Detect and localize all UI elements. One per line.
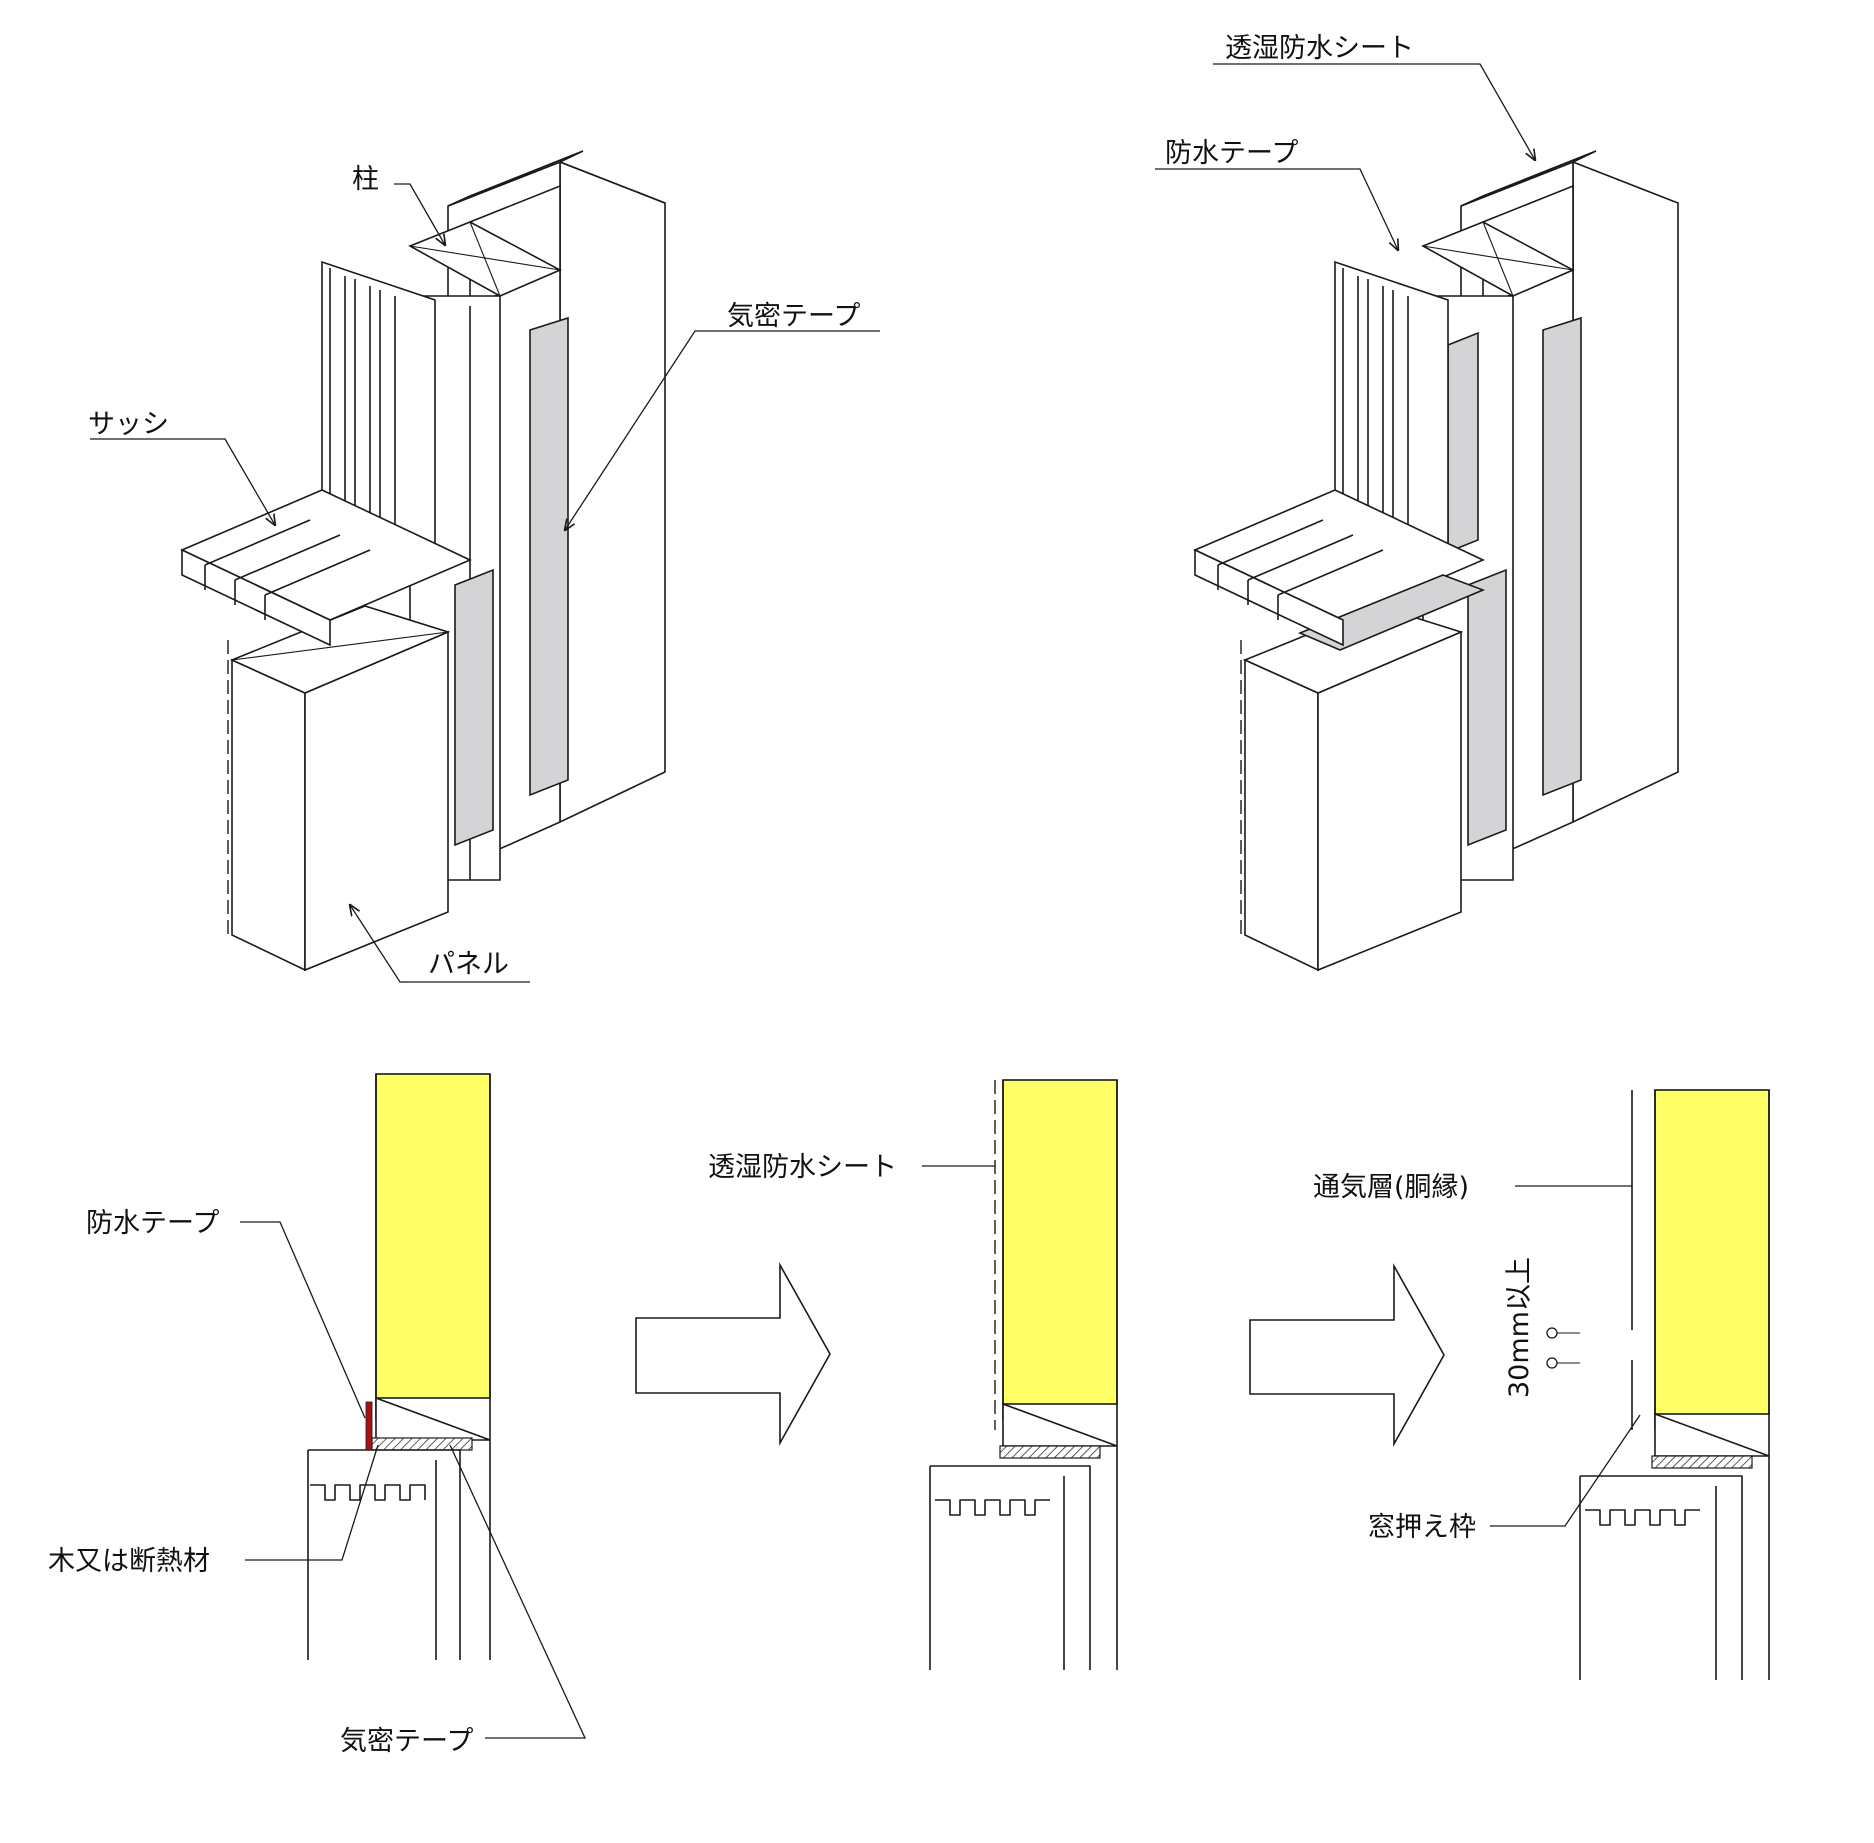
label-sash: サッシ <box>88 409 169 440</box>
iso-right-drawing <box>1193 150 1679 972</box>
airtight-tape-strip-lower <box>454 568 494 847</box>
wood-block-1 <box>371 1437 473 1451</box>
iso-left-drawing <box>180 150 666 972</box>
airtight-tape-strip-upper-r <box>1542 316 1582 797</box>
waterproof-tape-vertical <box>1447 331 1479 554</box>
waterproof-tape-sill <box>1297 574 1486 651</box>
section-1 <box>307 1073 491 1660</box>
airtight-tape-strip-upper <box>529 316 569 797</box>
label-airtight-tape-iso: 気密テープ <box>727 301 860 332</box>
label-waterproof-tape-iso: 防水テープ <box>1165 138 1298 169</box>
label-ventilation-layer: 通気層(胴縁) <box>1313 1172 1469 1203</box>
label-gap-dimension: 30mm以上 <box>1504 1257 1535 1398</box>
insulation-2 <box>1002 1079 1118 1405</box>
label-window-frame: 窓押え枠 <box>1368 1512 1476 1543</box>
step-arrow-2 <box>1249 1262 1445 1448</box>
label-breathable-sheet-sec: 透湿防水シート <box>708 1152 897 1183</box>
insulation-1 <box>375 1073 491 1399</box>
label-wood-insulation: 木又は断熱材 <box>48 1546 210 1577</box>
label-panel: パネル <box>428 949 509 980</box>
label-pillar: 柱 <box>352 164 379 195</box>
section-2 <box>929 1079 1118 1670</box>
step-arrow-1 <box>635 1261 831 1447</box>
wood-block-2 <box>999 1445 1101 1459</box>
waterproof-tape-lower <box>1467 568 1507 847</box>
label-airtight-tape-sec: 気密テープ <box>340 1726 473 1757</box>
section-3 <box>1546 1089 1770 1680</box>
insulation-3 <box>1654 1089 1770 1415</box>
wood-block-3 <box>1651 1455 1753 1469</box>
label-waterproof-tape-sec: 防水テープ <box>86 1208 219 1239</box>
label-breathable-sheet-iso: 透湿防水シート <box>1225 33 1414 64</box>
